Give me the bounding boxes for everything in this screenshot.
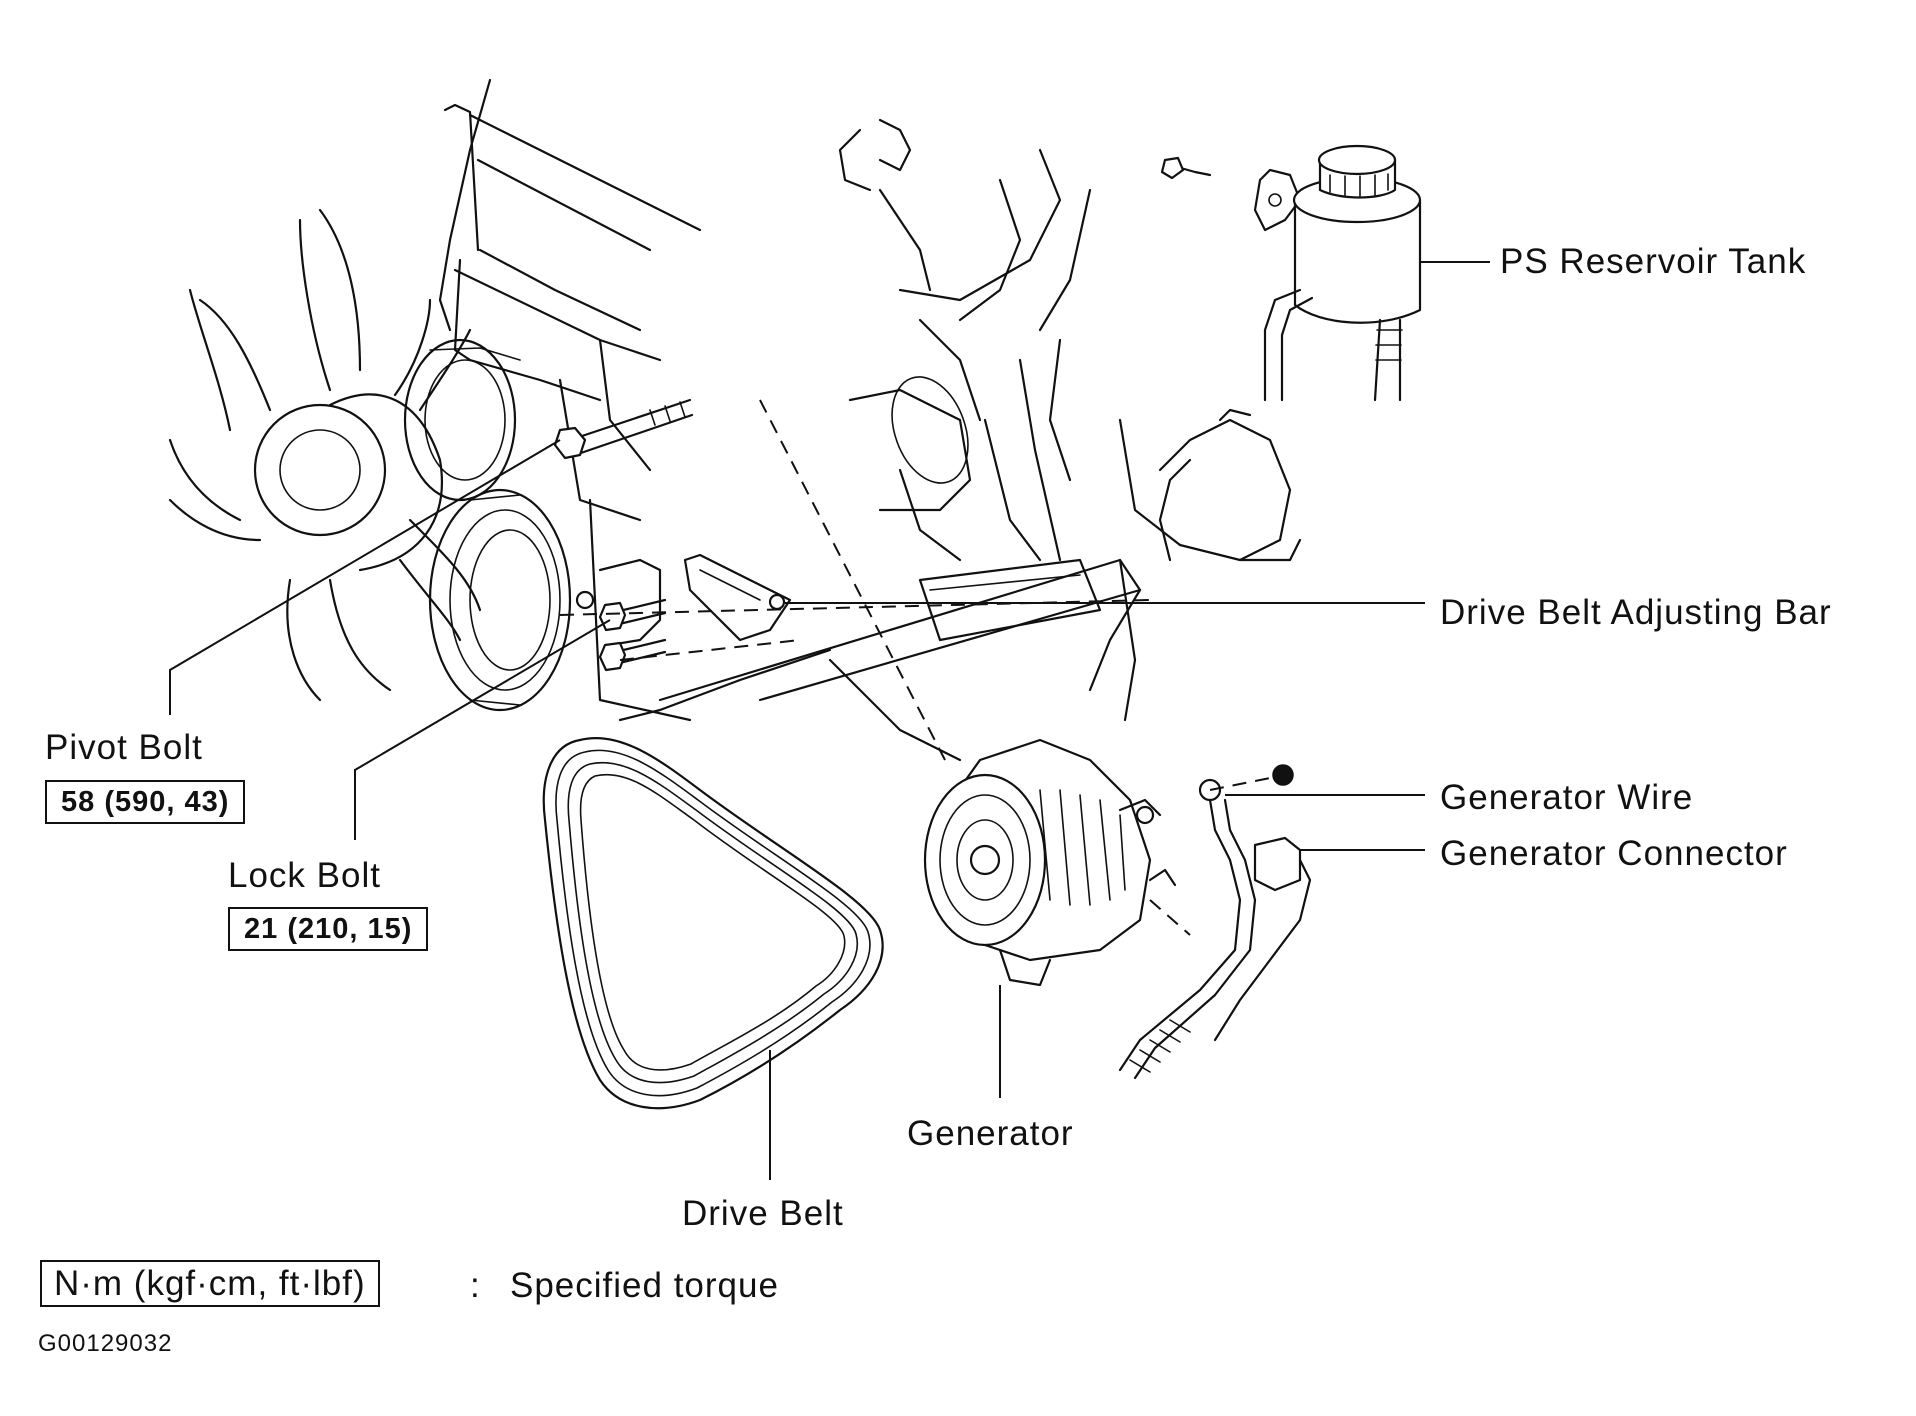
drive-belt-adjusting-bar-label: Drive Belt Adjusting Bar [1440, 593, 1832, 632]
assembly-guides [559, 399, 1286, 936]
pivot-bolt-torque: 58 (590, 43) [45, 780, 246, 824]
figure-code: G00129032 [38, 1330, 173, 1357]
ps-reservoir-tank-label: PS Reservoir Tank [1500, 242, 1807, 281]
legend-separator: : [470, 1266, 481, 1305]
engine-block [438, 78, 1302, 762]
leader-lines [169, 261, 1490, 1180]
lock-bolt-label: Lock Bolt [228, 856, 381, 895]
generator-part [923, 738, 1177, 987]
adjusting-bar-part [598, 553, 792, 647]
pivot-bolt-label: Pivot Bolt [45, 728, 203, 767]
legend-description: Specified torque [510, 1266, 779, 1305]
generator-label: Generator [907, 1114, 1074, 1153]
generator-connector-label: Generator Connector [1440, 834, 1788, 873]
torque-units-legend: N·m (kgf·cm, ft·lbf) [40, 1260, 380, 1307]
generator-connector-part [1213, 836, 1312, 1042]
water-pump-pulley [403, 338, 521, 502]
pivot-bolt-part [553, 398, 694, 460]
cooling-fan [168, 208, 482, 702]
generator-wire-label: Generator Wire [1440, 778, 1694, 817]
drive-belt-label: Drive Belt [682, 1194, 844, 1233]
ps-reservoir-part [1160, 144, 1422, 402]
lock-bolt-part [575, 590, 667, 672]
crank-pulley [428, 488, 572, 712]
lock-bolt-torque: 21 (210, 15) [228, 907, 429, 951]
drive-belt-part [542, 737, 884, 1110]
generator-wire-part [1118, 764, 1294, 1080]
